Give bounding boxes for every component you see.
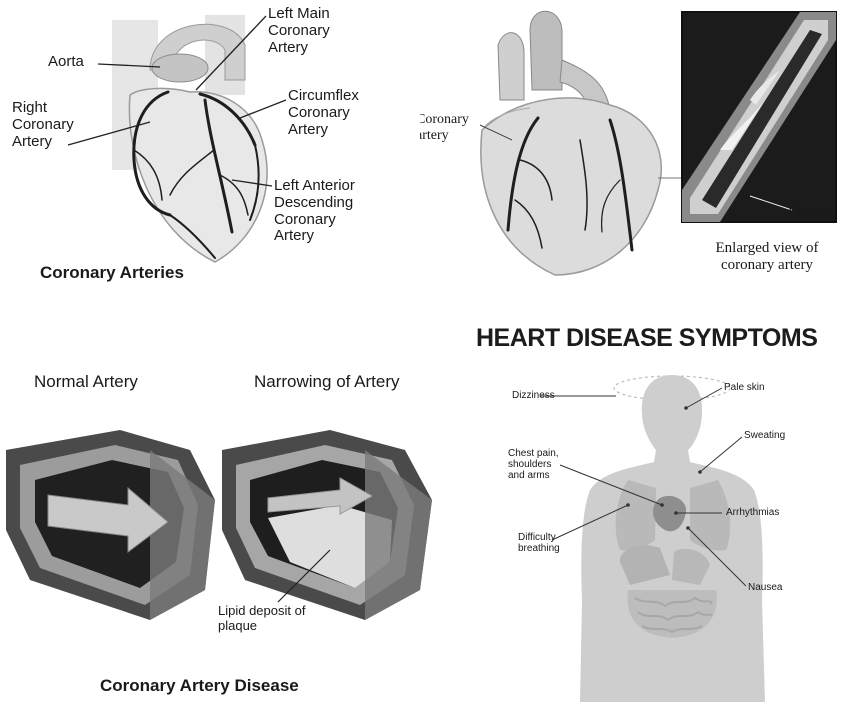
narrowing-artery-label: Narrowing of Artery — [254, 372, 400, 391]
coronary-arteries-panel: Aorta Left Main Coronary Artery Right Co… — [0, 0, 420, 300]
right-coronary-label: Right Coronary Artery — [12, 100, 74, 150]
symptoms-title: HEART DISEASE SYMPTOMS — [476, 324, 817, 352]
difficulty-breathing-label: Difficulty breathing — [518, 532, 560, 554]
sweating-label: Sweating — [744, 430, 785, 441]
dizziness-label: Dizziness — [512, 390, 555, 401]
circumflex-label: Circumflex Coronary Artery — [288, 88, 359, 138]
heart-disease-symptoms-panel: HEART DISEASE SYMPTOMS Dizziness Pale sk… — [460, 300, 842, 702]
lad-label: Left Anterior Descending Coronary Artery — [274, 178, 355, 245]
human-body-illustration — [460, 300, 842, 702]
coronary-artery-label: Coronary artery — [420, 112, 469, 143]
enlarged-view-caption: Enlarged view of coronary artery — [702, 240, 832, 274]
coronary-arteries-caption: Coronary Arteries — [40, 263, 184, 282]
pale-skin-label: Pale skin — [724, 382, 765, 393]
coronary-artery-disease-panel: Normal Artery Narrowing of Artery Lipid … — [0, 300, 460, 702]
nausea-label: Nausea — [748, 582, 782, 593]
coronary-artery-disease-caption: Coronary Artery Disease — [100, 676, 299, 695]
artery-cross-section-illustration — [0, 300, 460, 702]
plaque-label: Plaque — [788, 204, 829, 221]
enlarged-artery-panel: Coronary artery Plaque Enlarged view of … — [420, 0, 842, 300]
aorta-label: Aorta — [48, 54, 84, 71]
left-main-coronary-label: Left Main Coronary Artery — [268, 6, 330, 56]
chest-pain-label: Chest pain, shoulders and arms — [508, 448, 559, 482]
lipid-deposit-label: Lipid deposit of plaque — [218, 604, 305, 633]
normal-artery-label: Normal Artery — [34, 372, 138, 391]
arrhythmias-label: Arrhythmias — [726, 507, 779, 518]
